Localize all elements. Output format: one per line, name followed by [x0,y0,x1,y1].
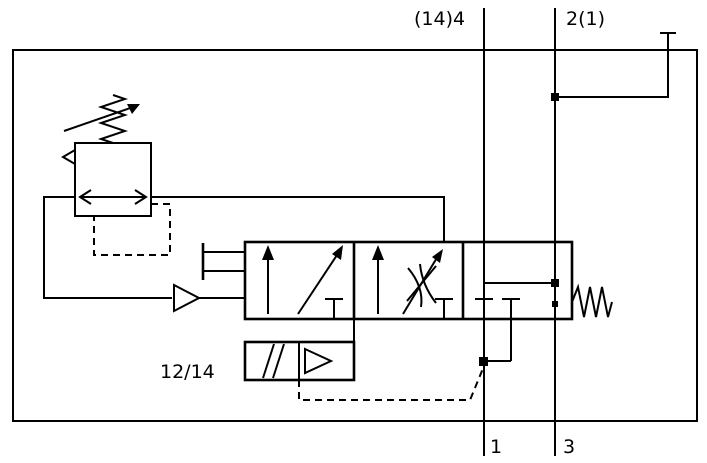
pilot-triangle-left [173,283,202,313]
section1-arrow-up-head [262,245,274,260]
port-label-1: 1 [490,436,502,458]
spring-adjust-arrowhead [127,104,140,114]
regulator-drain-dashed [93,203,171,256]
regulator-arrow-left [78,189,92,205]
section1-diagonal-arrow-head [332,245,343,260]
variable-restrictor-right-arc [419,263,437,304]
variable-restrictor-arrow [406,265,437,302]
section2-diagonal-arrow-head [432,249,443,263]
regulator-body [74,142,152,217]
adjustable-spring-icon [97,94,129,144]
port-label-14-4: (14)4 [414,8,465,30]
port-label-2-1: 2(1) [566,8,605,30]
housing-boundary [12,49,698,422]
pilot-supply-dashed [298,365,485,401]
junction-dot-valve [551,279,559,287]
solenoid-coil-stroke-2 [272,343,285,379]
regulator-feedback-line [43,196,172,299]
branch-line-2 [555,33,669,98]
pilot-label-12-14: 12/14 [160,361,215,383]
solenoid-pilot-triangle [304,347,334,375]
spring-adjust-arrow [63,105,137,132]
return-spring-icon [571,283,613,318]
regulator-pilot-triangle [61,148,76,166]
junction-dot-pilot [479,357,488,366]
valve-body [243,240,574,321]
regulator-output-line [151,196,445,242]
solenoid-coil-stroke-1 [262,343,275,379]
section2-arrow-up-head [372,245,384,260]
port-label-3: 3 [563,436,575,458]
valve-port-dot [552,301,558,307]
section1-diagonal-arrow-line [297,251,340,315]
regulator-arrow-right [134,189,148,205]
section3-flow-line [483,242,555,284]
junction-dot-2 [551,93,559,101]
